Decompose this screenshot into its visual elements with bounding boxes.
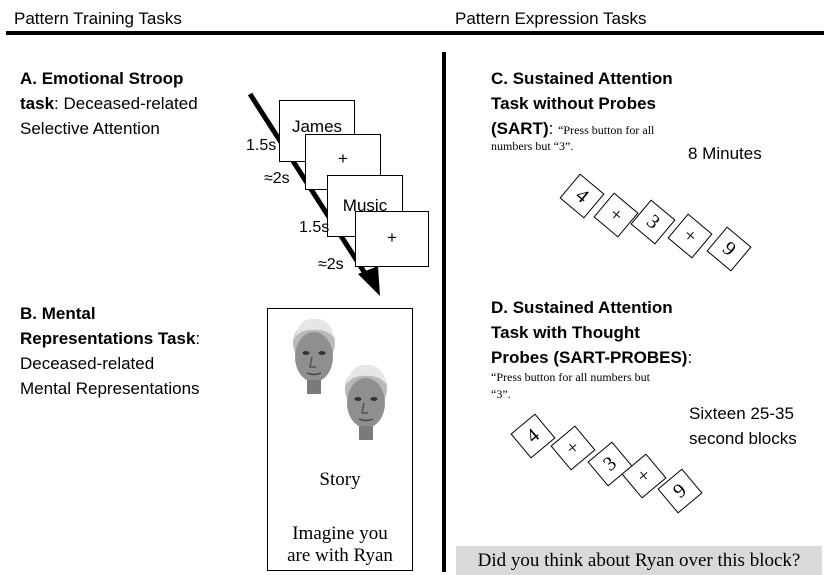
task-c-colon: :	[548, 119, 554, 138]
stroop-card-james-text: James	[291, 117, 343, 136]
task-c-instruction-line-2: numbers but “3”.	[491, 139, 574, 153]
timing-1: 1.5s	[246, 137, 277, 154]
sart-digit-d-4-text: +	[632, 463, 656, 488]
task-c-title-abbrev: (SART)	[491, 119, 549, 138]
task-c-title: C. Sustained Attention	[491, 69, 673, 88]
sart-digit-d-1-text: 4	[521, 423, 544, 448]
header-rule	[6, 31, 824, 35]
left-column-header: Pattern Training Tasks	[14, 9, 182, 28]
sart-digit-d-2-text: +	[561, 435, 585, 460]
task-d-colon: :	[687, 348, 693, 367]
task-b-title: B. Mental	[20, 304, 96, 323]
imagine-prompt-line-1: Imagine you	[292, 523, 388, 544]
sart-digit-c-5-text: 9	[718, 236, 741, 261]
sart-digit-d-3-text: 3	[598, 451, 621, 476]
face-photo-2	[345, 364, 387, 440]
task-d-blocks: Sixteen 25-35 second blocks	[689, 401, 797, 451]
task-b-colon: :	[195, 329, 201, 348]
task-d-instruction-line-1: “Press button for all numbers but	[491, 370, 650, 384]
right-column-header: Pattern Expression Tasks	[455, 9, 647, 28]
sart-digit-c-3-text: 3	[642, 209, 665, 234]
task-d-instruction: “Press button for all numbers but “3”.	[491, 369, 650, 403]
sart-digit-c-4-text: +	[678, 223, 702, 248]
task-d-description: D. Sustained Attention Task with Thought…	[491, 295, 741, 370]
task-d-blocks-line-1: Sixteen 25-35	[689, 404, 794, 423]
imagine-prompt-line-2: are with Ryan	[287, 545, 393, 566]
timing-3: 1.5s	[299, 219, 330, 236]
task-b-description: B. Mental Representations Task: Deceased…	[20, 301, 260, 401]
imagine-prompt: Imagine you are with Ryan	[268, 523, 412, 567]
task-b-title-cont: Representations Task	[20, 329, 196, 348]
task-c-duration: 8 Minutes	[688, 144, 762, 163]
task-c-title-cont: Task without Probes	[491, 94, 656, 113]
stroop-card-music-text: Music	[342, 196, 388, 215]
mental-representation-panel: Story Imagine you are with Ryan	[267, 308, 413, 571]
task-d-blocks-line-2: second blocks	[689, 429, 797, 448]
stroop-card-fixation-2: +	[355, 211, 429, 267]
task-d-instruction-line-2: “3”.	[491, 387, 511, 401]
task-a-subtitle-cont: Selective Attention	[20, 119, 160, 138]
task-b-subtitle-cont: Mental Representations	[20, 379, 200, 398]
task-a-description: A. Emotional Stroop task: Deceased-relat…	[20, 66, 260, 141]
task-b-subtitle: Deceased-related	[20, 354, 155, 373]
stroop-card-fixation-1-text: +	[338, 149, 348, 168]
task-a-title: A. Emotional Stroop	[20, 69, 184, 88]
sart-digit-d-1: 4	[510, 413, 556, 459]
sart-digit-c-2-text: +	[604, 202, 628, 227]
timing-4: ≈2s	[318, 256, 344, 273]
thought-probe-box: Did you think about Ryan over this block…	[456, 546, 822, 575]
stroop-card-fixation-2-text: +	[387, 228, 397, 247]
task-d-title: D. Sustained Attention	[491, 298, 673, 317]
story-label: Story	[319, 469, 361, 490]
sart-digit-c-1-text: 4	[571, 183, 594, 208]
timing-2: ≈2s	[264, 170, 290, 187]
sart-digit-c-2: +	[593, 192, 639, 238]
task-d-title-abbrev: Probes (SART-PROBES)	[491, 348, 688, 367]
task-c-instruction-line-1: “Press button for all	[558, 123, 655, 137]
sart-digit-d-5-text: 9	[668, 478, 691, 503]
sart-digit-c-5: 9	[706, 226, 752, 272]
face-photo-1	[293, 318, 335, 394]
thought-probe-question: Did you think about Ryan over this block…	[477, 550, 801, 571]
task-c-description: C. Sustained Attention Task without Prob…	[491, 66, 731, 141]
task-d-title-cont: Task with Thought	[491, 323, 640, 342]
task-a-title-cont: task	[20, 94, 55, 113]
task-a-subtitle: : Deceased-related	[54, 94, 198, 113]
column-divider	[442, 52, 446, 572]
